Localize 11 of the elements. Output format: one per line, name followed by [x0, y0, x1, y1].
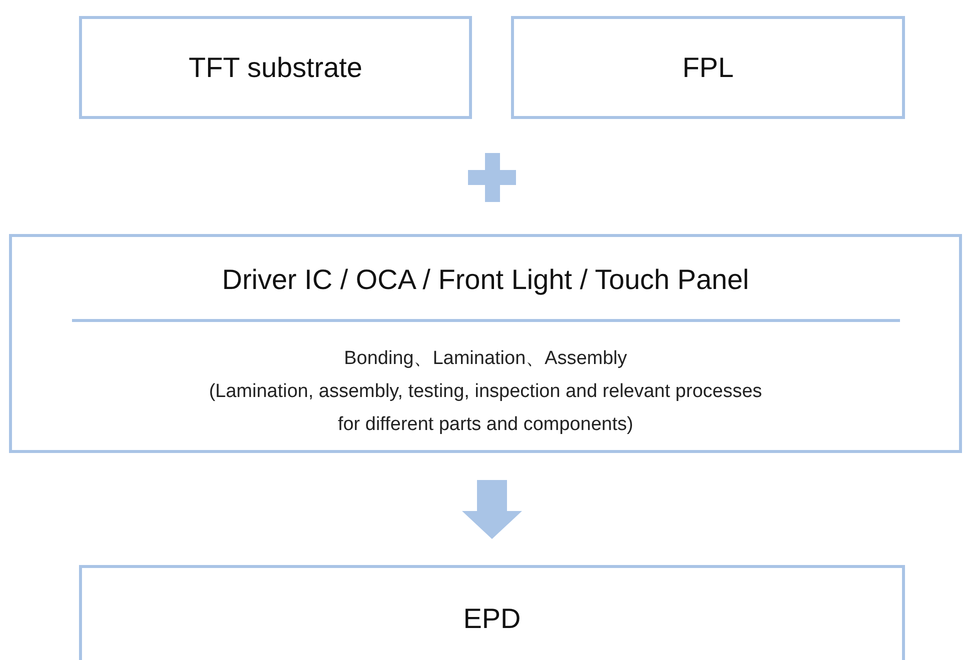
- box-description: Bonding、Lamination、Assembly: [342, 347, 628, 371]
- box-heading: Driver IC / OCA / Front Light / Touch Panel: [222, 263, 750, 297]
- block-arrow: [462, 480, 522, 539]
- process-box: [511, 16, 905, 119]
- box-description: (Lamination, assembly, testing, inspection and relevant processes for different parts and components): [208, 380, 764, 437]
- box-label: EPD: [463, 602, 521, 636]
- process-box: [9, 234, 962, 453]
- box-label: FPL: [682, 50, 734, 84]
- process-box: [79, 565, 905, 660]
- process-box: [79, 16, 472, 119]
- box-label: TFT substrate: [188, 50, 362, 84]
